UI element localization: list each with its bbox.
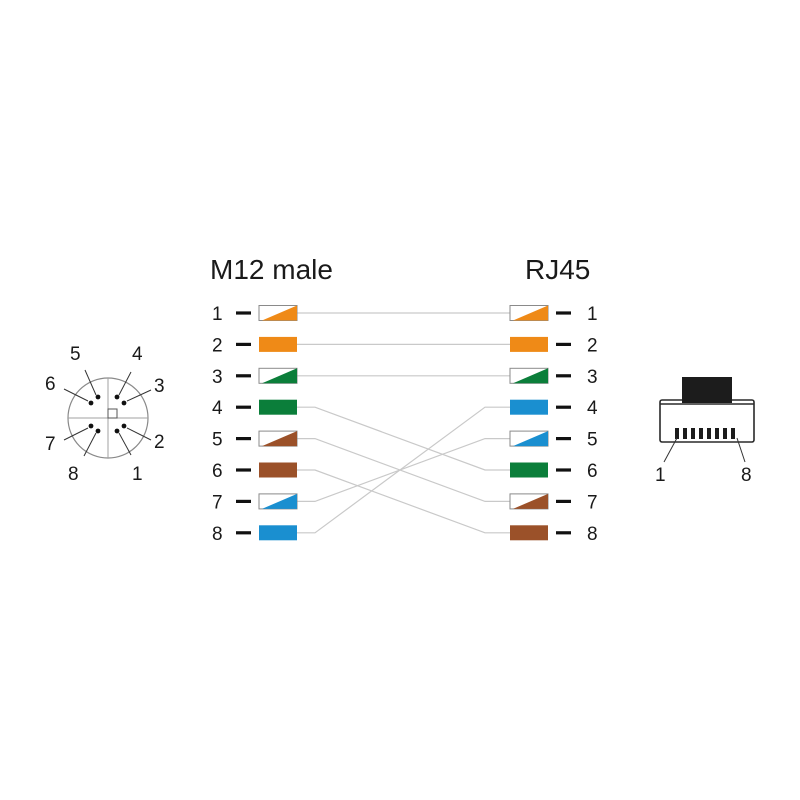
rj45-plug-label-1: 1 (655, 465, 666, 486)
m12-face-pin-3 (121, 400, 127, 406)
rj45-pin-8-swatch (510, 525, 548, 541)
m12-pin-label: 3 (212, 367, 223, 388)
m12-pin-1-swatch-stripe (262, 305, 297, 321)
m12-face-pin-2 (121, 423, 127, 429)
rj45-pin-1-swatch-stripe (513, 305, 548, 321)
rj45-contact (715, 428, 719, 439)
rj45-pin-label: 4 (587, 398, 598, 419)
rj45-plug-label-8: 8 (741, 465, 752, 486)
m12-pin-8-swatch (259, 525, 297, 541)
m12-pin-label: 6 (212, 461, 223, 482)
rj45-plug: 1 8 (655, 377, 755, 486)
m12-pin-label: 5 (212, 430, 223, 451)
rj45-contact (723, 428, 727, 439)
rj45-contact (683, 428, 687, 439)
m12-face-pin-7 (88, 423, 94, 429)
m12-pin-rows: 1 2 3 4 5 6 7 8 (212, 304, 298, 545)
wire-4-to-6 (297, 406, 510, 471)
m12-pin-label: 2 (212, 335, 223, 356)
rj45-pin8-leader (736, 437, 746, 463)
m12-face-label-8: 8 (68, 464, 79, 485)
wire-7-to-5 (297, 438, 510, 502)
m12-pin-6-swatch (259, 462, 297, 478)
rj45-pin-4-swatch (510, 399, 548, 415)
rj45-pin-2-swatch (510, 336, 548, 352)
m12-face-label-4: 4 (132, 344, 143, 365)
rj45-pin-3-swatch-stripe (513, 368, 548, 384)
m12-pin-3-swatch-stripe (262, 368, 297, 384)
rj45-pin-6-swatch (510, 462, 548, 478)
rj45-contact (731, 428, 735, 439)
rj45-contact (699, 428, 703, 439)
rj45-pin1-leader (663, 437, 678, 463)
m12-face-leader-1 (118, 432, 132, 456)
rj45-pin-label: 8 (587, 524, 598, 545)
m12-face-leader-8 (83, 432, 97, 457)
rj45-pin-5-swatch-stripe (513, 431, 548, 447)
wire-group (297, 312, 510, 534)
rj45-pin-label: 3 (587, 367, 598, 388)
m12-face-leader-5 (84, 369, 97, 396)
m12-face-leader-7 (63, 427, 89, 441)
rj45-plug-latch (682, 377, 732, 403)
m12-face-pin-1 (114, 428, 120, 434)
m12-face-pin-6 (88, 400, 94, 406)
m12-face-label-1: 1 (132, 464, 143, 485)
m12-face-label-2: 2 (154, 432, 165, 453)
m12-pin-2-swatch (259, 336, 297, 352)
wire-8-to-4 (297, 406, 510, 534)
rj45-plug-contacts (675, 428, 735, 439)
wire-5-to-7 (297, 438, 510, 502)
m12-pin-label: 7 (212, 492, 223, 513)
m12-face-pin-5 (95, 394, 101, 400)
m12-face-pins: 12 34 56 78 (45, 344, 165, 485)
m12-face-pin-8 (95, 428, 101, 434)
m12-pin-5-swatch-stripe (262, 431, 297, 447)
m12-face-label-6: 6 (45, 374, 56, 395)
rj45-pin-label: 6 (587, 461, 598, 482)
rj45-pin-rows: 1 2 3 4 5 6 7 8 (509, 304, 598, 545)
m12-face-label-7: 7 (45, 434, 56, 455)
m12-face-label-3: 3 (154, 376, 165, 397)
rj45-pin-7-swatch-stripe (513, 493, 548, 509)
m12-pin-4-swatch (259, 399, 297, 415)
m12-face-label-5: 5 (70, 344, 81, 365)
wire-6-to-8 (297, 469, 510, 534)
rj45-title: RJ45 (525, 254, 590, 285)
m12-face-center-key (107, 408, 118, 419)
rj45-pin-label: 7 (587, 492, 598, 513)
rj45-pin-label: 2 (587, 335, 598, 356)
m12-face-leader-3 (126, 389, 152, 402)
m12-face-leader-2 (126, 427, 152, 441)
m12-pin-label: 1 (212, 304, 223, 325)
m12-male-title: M12 male (210, 254, 333, 285)
m12-pin-label: 8 (212, 524, 223, 545)
rj45-pin-label: 5 (587, 430, 598, 451)
rj45-pin-label: 1 (587, 304, 598, 325)
m12-face-pin-4 (114, 394, 120, 400)
m12-pin-label: 4 (212, 398, 223, 419)
rj45-contact (691, 428, 695, 439)
rj45-contact (675, 428, 679, 439)
rj45-contact (707, 428, 711, 439)
m12-face-leader-6 (63, 388, 89, 402)
m12-pin-7-swatch-stripe (262, 493, 297, 509)
m12-connector-face: 12 34 56 78 (45, 344, 165, 485)
m12-face-leader-4 (118, 371, 132, 396)
